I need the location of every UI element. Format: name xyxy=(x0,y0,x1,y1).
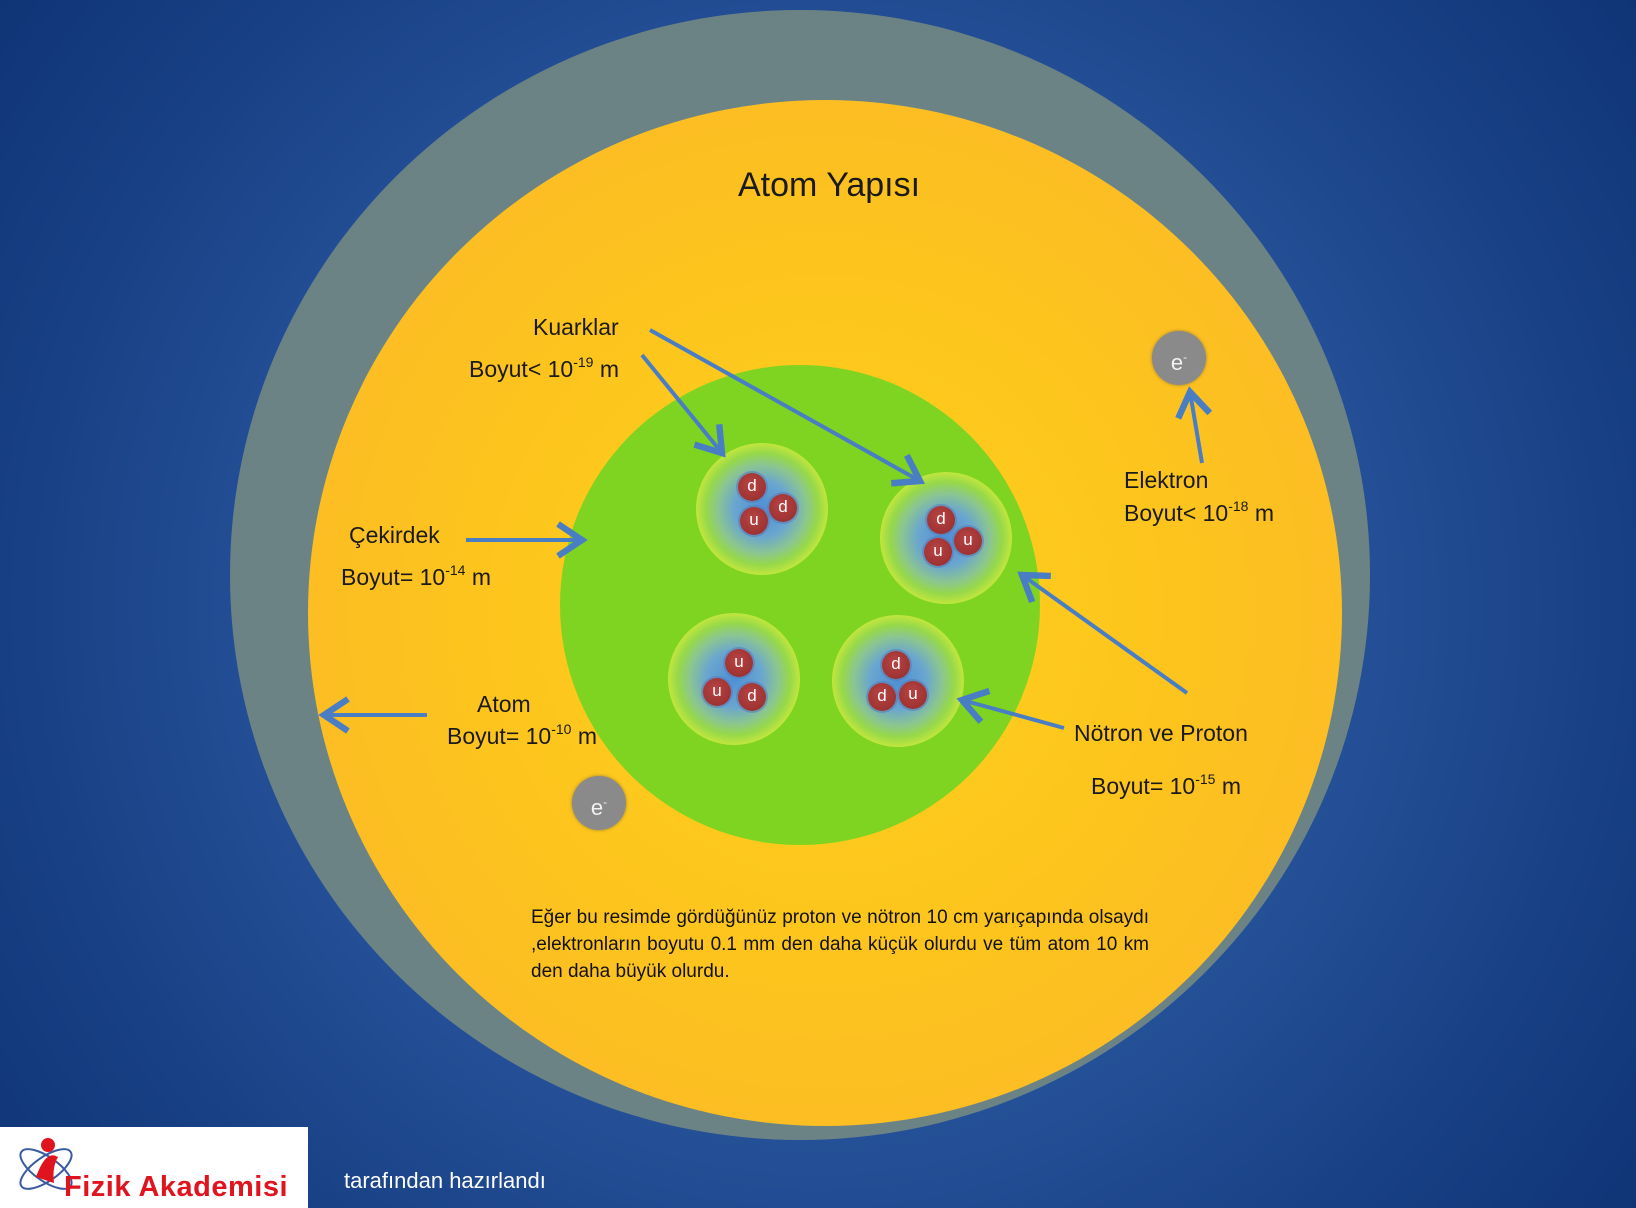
nucleon-bottom-left: u u d xyxy=(668,613,800,745)
quark: u xyxy=(954,527,982,555)
quark: u xyxy=(899,681,927,709)
electron-size-prefix: Boyut< 10 xyxy=(1124,500,1229,526)
nucleon-top-right: d u u xyxy=(880,472,1012,604)
quarks-size: Boyut< 10-19 m xyxy=(469,354,619,383)
quark: u xyxy=(725,649,753,677)
nucleus xyxy=(560,365,1040,845)
nucleus-label: Çekirdek xyxy=(349,522,440,548)
electron-size: Boyut< 10-18 m xyxy=(1124,498,1274,527)
nucleus-size-prefix: Boyut= 10 xyxy=(341,564,446,590)
nucleon-size-unit: m xyxy=(1215,773,1242,799)
quark: d xyxy=(882,651,910,679)
quark: d xyxy=(738,683,766,711)
quark: d xyxy=(927,506,955,534)
logo: Fizik Akademisi xyxy=(0,1127,308,1208)
quarks-size-exp: -19 xyxy=(573,354,594,370)
nucleon-size-prefix: Boyut= 10 xyxy=(1091,773,1196,799)
quark: u xyxy=(703,678,731,706)
page-title: Atom Yapısı xyxy=(738,166,921,204)
electron-label: Elektron xyxy=(1124,467,1209,493)
nucleon-top-left: d d u xyxy=(696,443,828,575)
quark: d xyxy=(769,494,797,522)
electron-size-unit: m xyxy=(1248,500,1275,526)
electron-charge: - xyxy=(1183,350,1188,364)
electron-charge: - xyxy=(603,795,608,809)
quark: u xyxy=(740,507,768,535)
quark: d xyxy=(868,683,896,711)
atom-size-prefix: Boyut= 10 xyxy=(447,723,552,749)
electron-top-right: e- xyxy=(1152,331,1206,385)
atom-size-exp: -10 xyxy=(551,721,572,737)
scale-note: Eğer bu resimde gördüğünüz proton ve nöt… xyxy=(531,907,1149,982)
nucleon-size: Boyut= 10-15 m xyxy=(1091,771,1241,800)
nucleon-bottom-right: d d u xyxy=(832,615,964,747)
logo-text: Fizik Akademisi xyxy=(64,1171,289,1203)
quarks-size-unit: m xyxy=(593,356,620,382)
electron-size-exp: -18 xyxy=(1228,498,1249,514)
atom-label: Atom xyxy=(477,691,531,717)
electron-symbol: e xyxy=(590,795,604,820)
atom-size: Boyut= 10-10 m xyxy=(447,721,597,750)
quark: d xyxy=(738,473,766,501)
electron-bottom-left: e- xyxy=(572,776,626,830)
atom-size-unit: m xyxy=(571,723,598,749)
arrow-nucleon-upper xyxy=(1017,571,1189,695)
electron-symbol: e xyxy=(1170,350,1184,375)
quarks-label: Kuarklar xyxy=(533,314,619,340)
quarks-size-prefix: Boyut< 10 xyxy=(469,356,574,382)
atom-person-icon xyxy=(19,1138,73,1190)
credit-text: tarafından hazırlandı xyxy=(344,1168,546,1193)
nucleus-size-exp: -14 xyxy=(445,562,466,578)
nucleon-size-exp: -15 xyxy=(1195,771,1216,787)
nucleus-size: Boyut= 10-14 m xyxy=(341,562,491,591)
nucleus-size-unit: m xyxy=(465,564,492,590)
arrow-electron xyxy=(1175,386,1213,464)
quark: u xyxy=(924,538,952,566)
arrow-quarks-right xyxy=(649,328,926,487)
nucleon-label: Nötron ve Proton xyxy=(1074,720,1248,746)
arrow-nucleon-lower xyxy=(956,687,1065,730)
arrow-quarks-left xyxy=(640,353,726,458)
